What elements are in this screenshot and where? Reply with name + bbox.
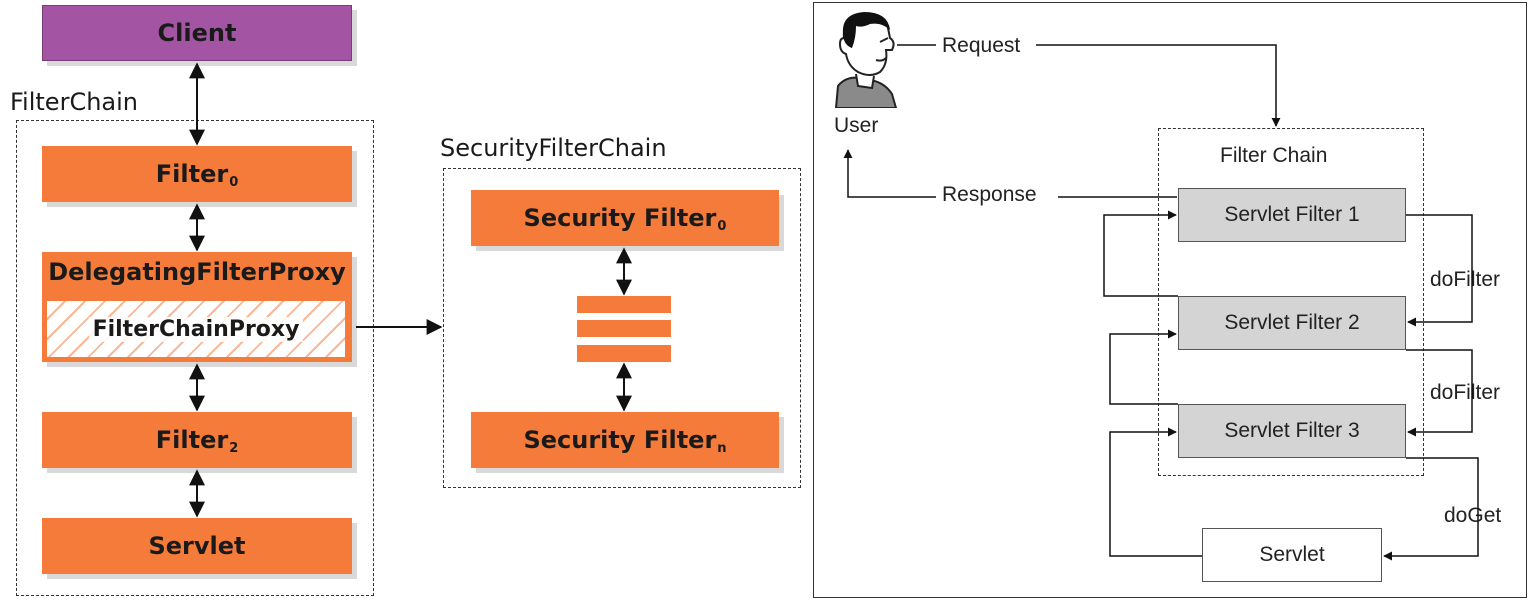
security-filter0-label: Security Filter [523, 204, 717, 232]
ellipsis-bar-1 [577, 296, 671, 313]
ellipsis-bar-3 [577, 345, 671, 362]
servlet-filter-3-label: Servlet Filter 3 [1224, 419, 1360, 442]
filter-chain-proxy-label: FilterChainProxy [88, 316, 304, 342]
security-filter0-sub: 0 [717, 218, 727, 234]
filter2-sub: 2 [229, 440, 239, 456]
client-label: Client [157, 19, 237, 47]
return-3-to-2-arrow [1109, 329, 1178, 405]
filter0-sub: 0 [229, 174, 239, 190]
security-filtern-sub: n [717, 440, 727, 456]
servlet-filter-2-box: Servlet Filter 2 [1178, 296, 1406, 350]
filter-chain-proxy-box: FilterChainProxy [46, 300, 346, 358]
servlet-filter-2-label: Servlet Filter 2 [1224, 311, 1360, 334]
request-label: Request [938, 34, 1025, 58]
user-icon [834, 12, 898, 108]
return-2-to-1-arrow [1103, 210, 1178, 297]
filter-chain-container [1158, 128, 1424, 476]
delegating-filter-proxy-label: DelegatingFilterProxy [48, 258, 346, 286]
filter0-label: Filter [155, 160, 229, 188]
security-filter-chain-label: SecurityFilterChain [440, 134, 667, 162]
user-label: User [830, 114, 883, 138]
filter-chain-label: FilterChain [10, 88, 138, 116]
do-get-label: doGet [1440, 504, 1506, 528]
do-filter-label-1: doFilter [1426, 268, 1505, 292]
servlet-filter-1-box: Servlet Filter 1 [1178, 188, 1406, 242]
response-label: Response [938, 183, 1041, 207]
do-filter-label-2: doFilter [1426, 381, 1505, 405]
dofilter-1-to-2-arrow [1406, 214, 1473, 327]
security-filter-chain-group [443, 168, 801, 488]
doget-arrow [1383, 457, 1479, 561]
response-arrow-tail [843, 149, 936, 198]
security-filtern-label: Security Filter [523, 426, 717, 454]
servlet-target-box: Servlet [1202, 528, 1382, 582]
servlet-filter-1-label: Servlet Filter 1 [1224, 203, 1360, 226]
servlet-filter-chain-panel [813, 2, 1527, 598]
servlet-box: Servlet [42, 518, 352, 574]
servlet-label: Servlet [148, 532, 246, 560]
servlet-target-label: Servlet [1259, 543, 1325, 566]
request-arrow-tail [1036, 44, 1281, 127]
ellipsis-bar-2 [577, 320, 671, 337]
filter2-label: Filter [155, 426, 229, 454]
client-box: Client [42, 5, 352, 61]
dofilter-2-to-3-arrow [1406, 349, 1473, 437]
servlet-filter-3-box: Servlet Filter 3 [1178, 404, 1406, 458]
return-servlet-to-3-arrow [1109, 427, 1202, 557]
filter-chain-title: Filter Chain [1220, 144, 1328, 167]
